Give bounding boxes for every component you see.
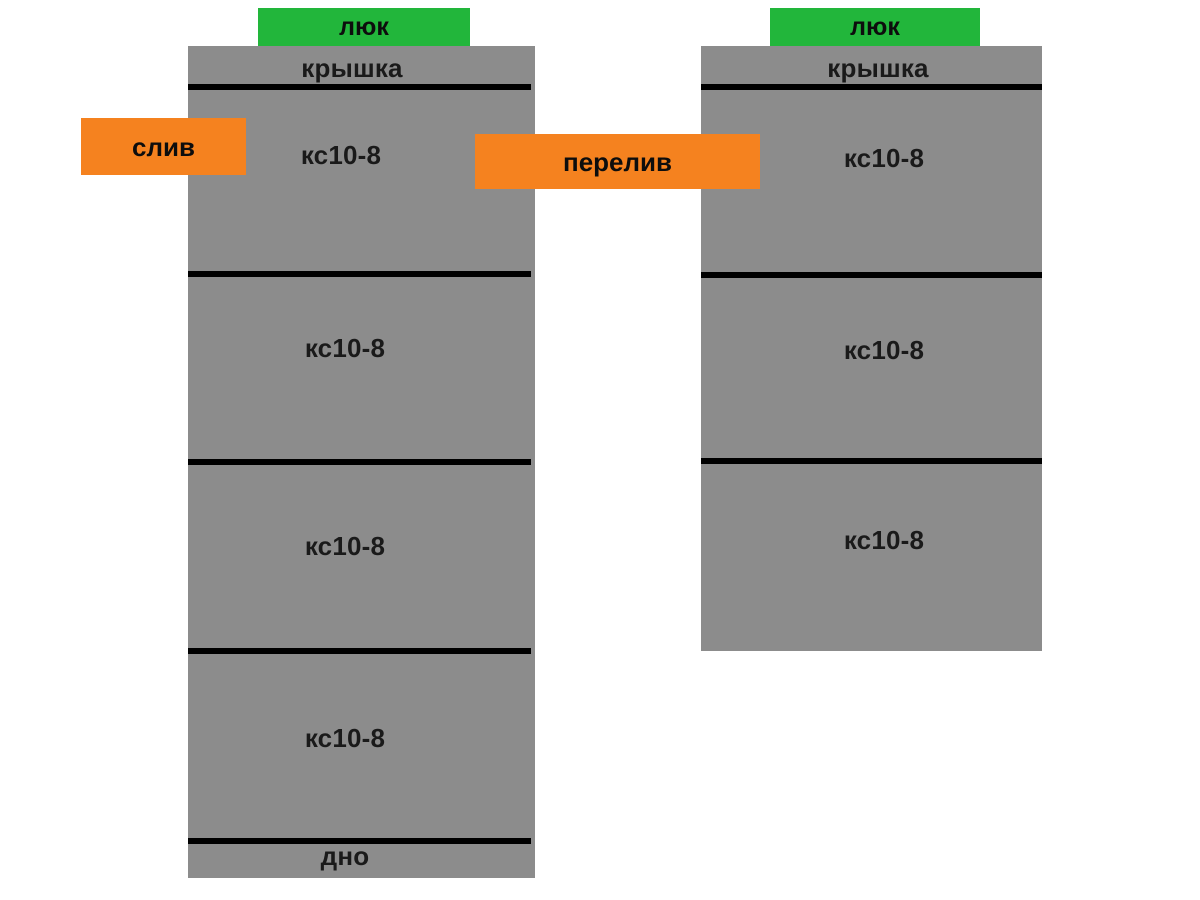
pipe-overflow-box: перелив	[475, 134, 760, 189]
chamber-right-seam-1	[701, 272, 1042, 278]
chamber-left-bottom-seam	[188, 838, 531, 844]
pipe-drain-box: слив	[81, 118, 246, 175]
chamber-right-ring-label-1: кс10-8	[843, 143, 925, 173]
chamber-left-ring-label-1: кс10-8	[300, 140, 382, 170]
chamber-left-hatch-box: люк	[258, 8, 470, 46]
chamber-right-cover-label: крышка	[827, 53, 929, 83]
pipe-overflow-label: перелив	[563, 146, 672, 177]
pipe-drain-label: слив	[132, 131, 195, 162]
chamber-left-cover-label: крышка	[301, 53, 403, 83]
chamber-left-seam-1	[188, 271, 531, 277]
chamber-left-ring-label-3: кс10-8	[304, 531, 386, 561]
chamber-right-cover-seam	[701, 84, 1042, 90]
chamber-left-bottom-label: дно	[320, 841, 370, 871]
chamber-left-ring-label-4: кс10-8	[304, 723, 386, 753]
chamber-right-seam-2	[701, 458, 1042, 464]
chamber-left-cover-seam	[188, 84, 531, 90]
chamber-left-seam-2	[188, 459, 531, 465]
chamber-left-hatch-label: люк	[339, 12, 389, 41]
chamber-right-ring-label-2: кс10-8	[843, 335, 925, 365]
chamber-left-ring-label-2: кс10-8	[304, 333, 386, 363]
chamber-right-hatch-box: люк	[770, 8, 980, 46]
chamber-right-hatch-label: люк	[850, 12, 900, 41]
chamber-right-ring-label-3: кс10-8	[843, 525, 925, 555]
chamber-left-seam-3	[188, 648, 531, 654]
